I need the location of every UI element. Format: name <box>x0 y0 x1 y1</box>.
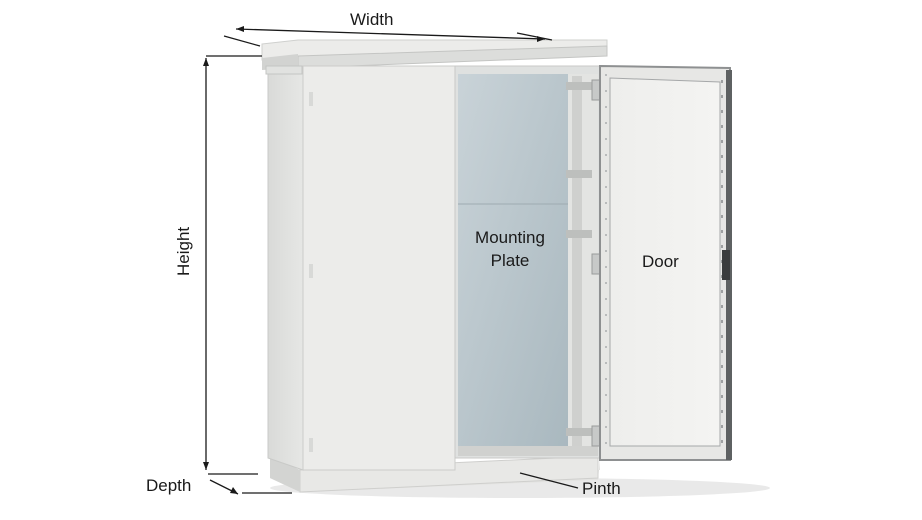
rail-bracket-3 <box>566 230 592 238</box>
height-arrow-bottom <box>203 462 209 470</box>
left-door-closed <box>302 65 456 471</box>
left-door-hinge-3 <box>309 438 313 452</box>
height-label: Height <box>174 226 193 276</box>
left-door-hinge-1 <box>309 92 313 106</box>
roof-bracket-left <box>265 65 303 75</box>
depth-arrow <box>230 487 238 494</box>
width-dimension-line <box>235 28 546 40</box>
pinth-leader-line <box>519 472 579 489</box>
open-door-panel <box>609 77 721 447</box>
interior-rail <box>572 76 582 446</box>
width-extension-left <box>223 35 261 47</box>
depth-label: Depth <box>146 476 192 495</box>
mounting-plate <box>458 74 568 448</box>
mounting-plate-label: Mounting Plate <box>475 228 545 270</box>
width-extension-right <box>516 32 553 41</box>
door-label: Door <box>642 252 679 271</box>
left-door-hinge-2 <box>309 264 313 278</box>
rail-bracket-4 <box>566 428 592 436</box>
cabinet-side-panel <box>267 65 304 471</box>
rail-bracket-1 <box>566 82 592 90</box>
interior-floor <box>458 446 598 456</box>
height-arrow-top <box>203 58 209 66</box>
width-label: Width <box>350 10 394 29</box>
pinth-label: Pinth <box>582 479 621 498</box>
rail-bracket-2 <box>566 170 592 178</box>
door-lock <box>722 250 730 280</box>
width-arrow-left <box>236 26 244 32</box>
plinth-side <box>270 456 300 492</box>
